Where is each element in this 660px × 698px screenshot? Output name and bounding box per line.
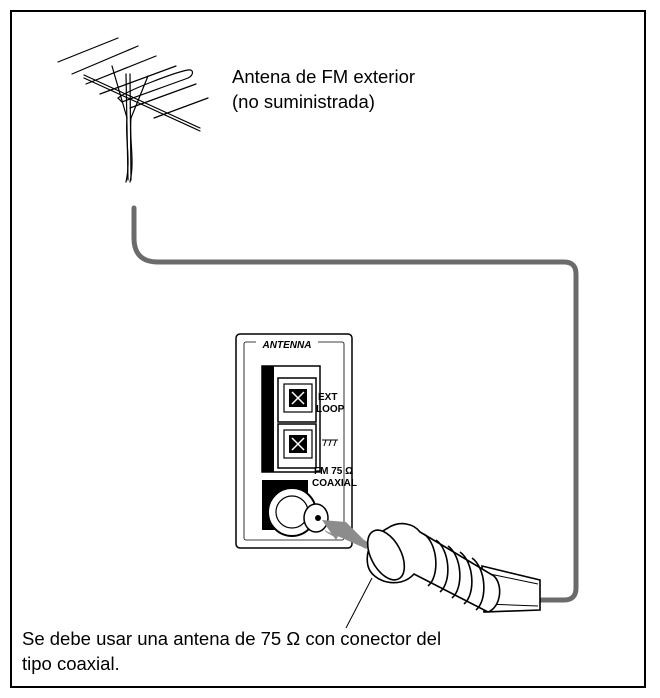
antenna-caption-line1: Antena de FM exterior <box>232 66 416 87</box>
leader-line <box>345 577 373 629</box>
fm-75-label: FM 75 Ω <box>314 466 353 477</box>
antenna-cable <box>131 205 579 603</box>
ext-loop-terminal <box>277 377 317 423</box>
antenna-caption: Antena de FM exterior (no suministrada) <box>232 64 415 114</box>
antenna-caption-line2: (no suministrada) <box>232 91 375 112</box>
antenna-terminal-panel: ANTENNA EXT LOOP FM 75 Ω COAXIAL <box>235 333 357 549</box>
coaxial-label: COAXIAL <box>312 478 357 489</box>
fm-antenna-icon <box>57 37 209 183</box>
loop-label: LOOP <box>316 404 345 415</box>
panel-heading: ANTENNA <box>262 340 312 351</box>
coaxial-note-line1: Se debe usar una antena de 75 Ω con cone… <box>22 628 442 649</box>
insert-arrow-icon <box>322 520 370 549</box>
coaxial-socket <box>262 480 329 537</box>
coaxial-note: Se debe usar una antena de 75 Ω con cone… <box>22 626 441 676</box>
coaxial-note-line2: tipo coaxial. <box>22 653 120 674</box>
ground-icon <box>322 439 338 447</box>
coaxial-plug-icon <box>366 522 541 613</box>
ext-label: EXT <box>318 392 337 403</box>
ground-terminal <box>277 423 317 469</box>
